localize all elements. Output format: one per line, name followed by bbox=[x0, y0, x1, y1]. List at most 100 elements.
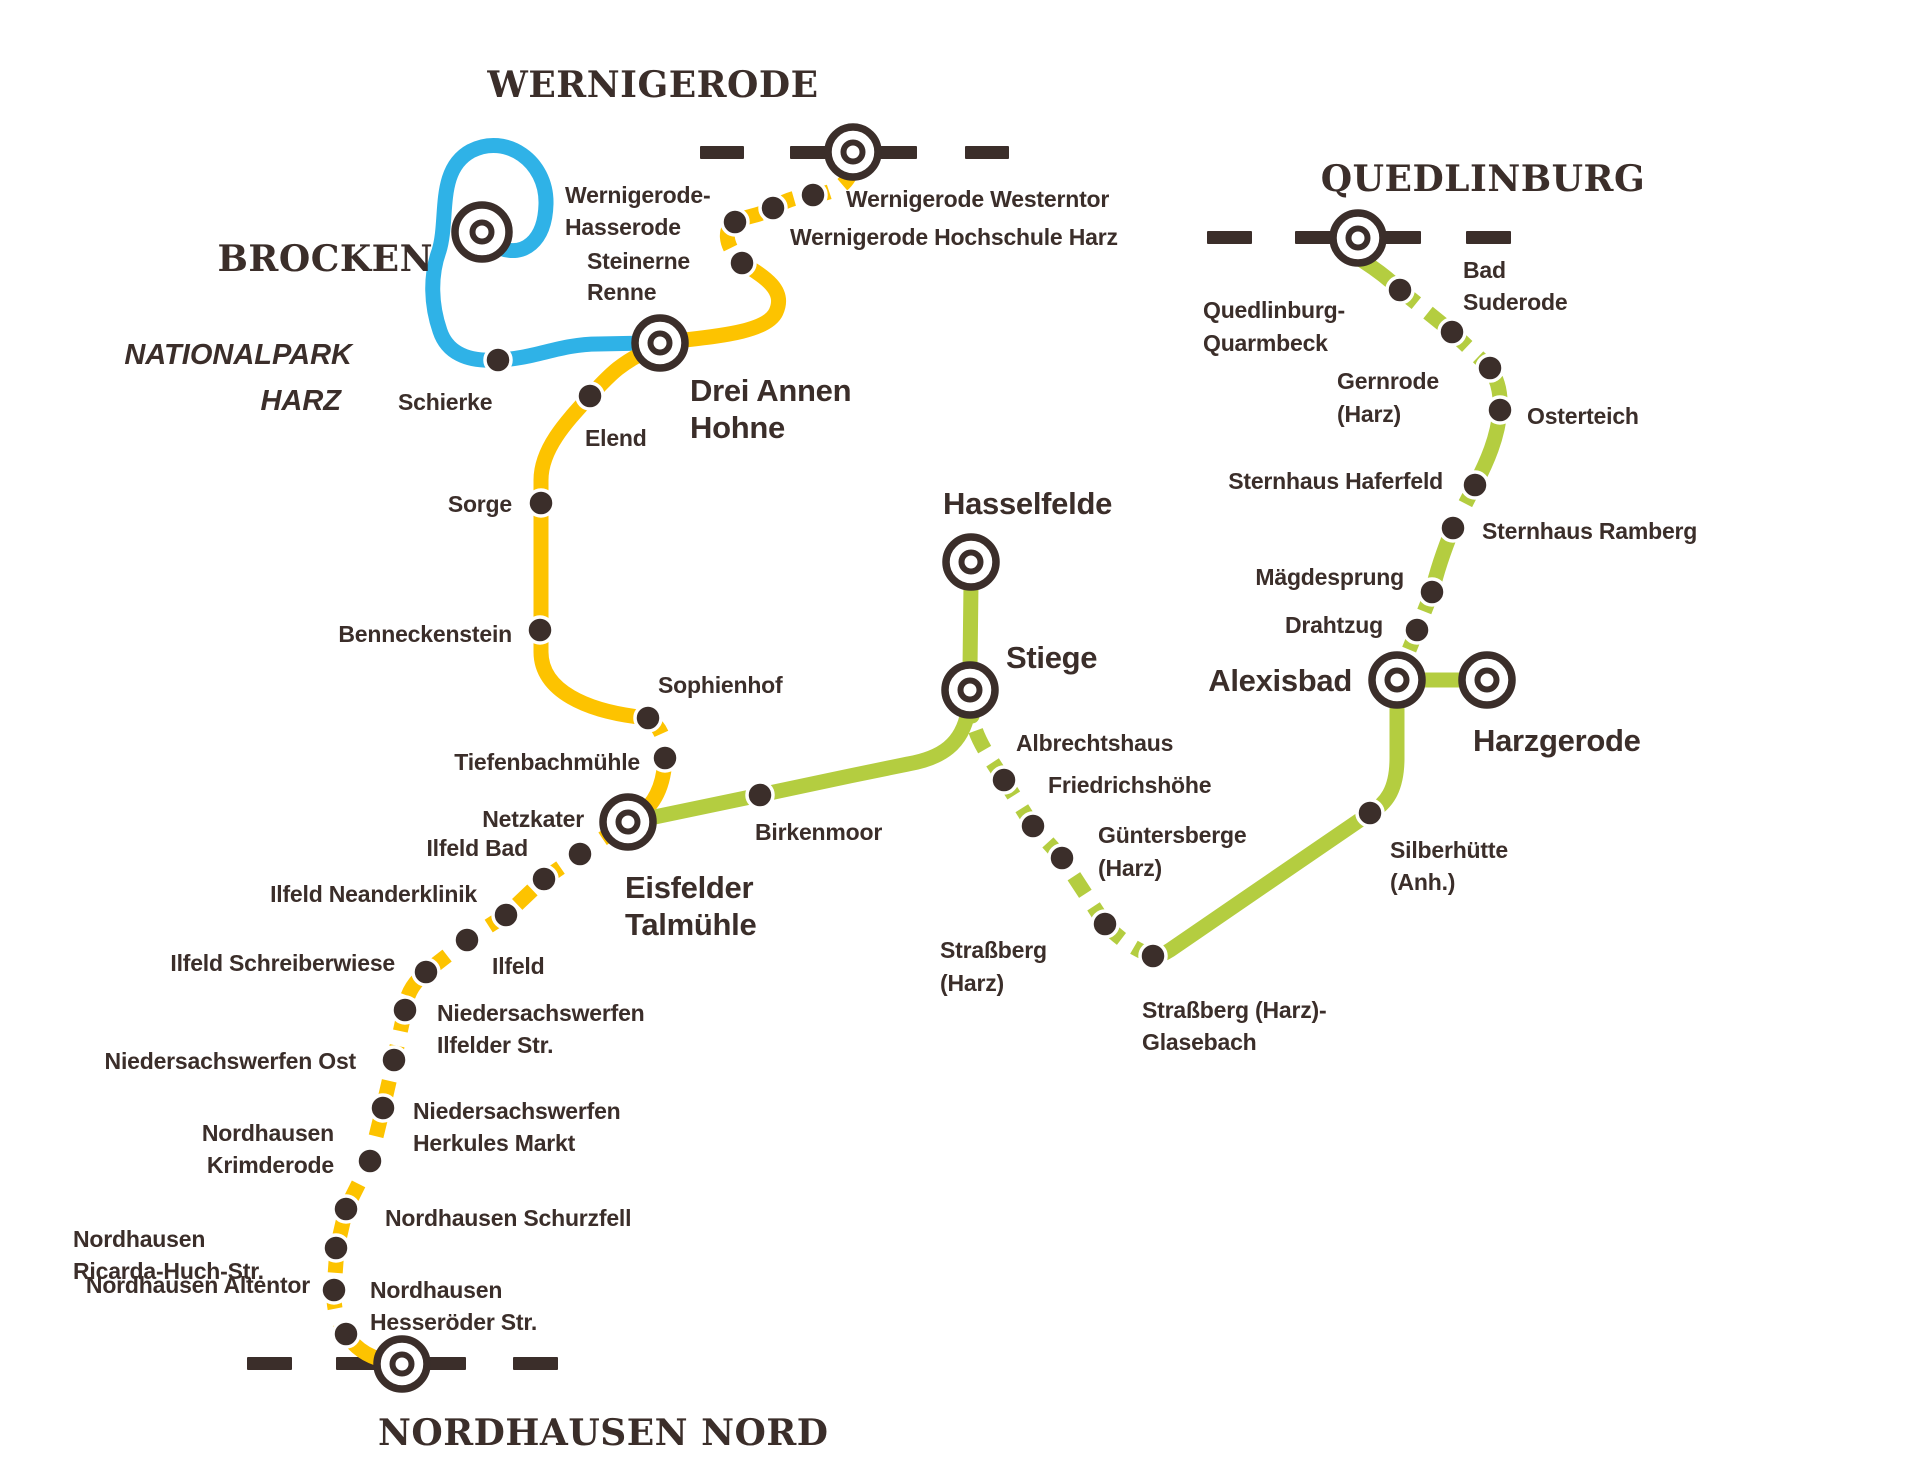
line-selketalbahn-segment-11 bbox=[1362, 694, 1405, 821]
station-wernigerode-hasserode bbox=[720, 207, 750, 237]
station-label-strassberg-glasebach: Straßberg (Harz)-Glasebach bbox=[1142, 997, 1326, 1055]
station-strassberg-glasebach bbox=[1138, 941, 1168, 971]
station-label-schierke: Schierke bbox=[398, 389, 492, 415]
station-label-sophienhof: Sophienhof bbox=[658, 672, 783, 698]
station-alexisbad bbox=[1368, 651, 1426, 709]
station-label-stiege: Stiege bbox=[1006, 640, 1097, 675]
station-netzkater bbox=[565, 839, 595, 869]
station-eisfelder-talmuehle bbox=[599, 793, 657, 851]
station-label-niedersachswerfen-ost: Niedersachswerfen Ost bbox=[105, 1048, 357, 1074]
station-drahtzug bbox=[1402, 615, 1432, 645]
mainline-dash-nordhausen-dash-left bbox=[247, 1357, 292, 1370]
station-niedersachswerfen-ilfelder-str bbox=[390, 995, 420, 1025]
station-steinerne-renne bbox=[727, 248, 757, 278]
station-birkenmoor bbox=[745, 780, 775, 810]
station-ilfeld bbox=[452, 925, 482, 955]
station-strassberg-harz bbox=[1090, 909, 1120, 939]
station-label-wernigerode-hochschule-harz: Wernigerode Hochschule Harz bbox=[790, 224, 1118, 250]
station-label-drahtzug: Drahtzug bbox=[1285, 612, 1383, 638]
station-inner-ring bbox=[615, 809, 641, 835]
station-label-harzgerode: Harzgerode bbox=[1473, 723, 1641, 758]
station-label-maegdesprung: Mägdesprung bbox=[1255, 564, 1404, 590]
region-label-harz: HARZ bbox=[260, 385, 342, 417]
station-ilfeld-schreiberwiese bbox=[411, 957, 441, 987]
station-sternhaus-haferfeld bbox=[1460, 470, 1490, 500]
station-niedersachswerfen-ost bbox=[379, 1045, 409, 1075]
station-label-sternhaus-ramberg: Sternhaus Ramberg bbox=[1482, 518, 1697, 544]
station-benneckenstein bbox=[525, 615, 555, 645]
mainline-dash-nordhausen-dash-right bbox=[513, 1357, 558, 1370]
station-hasselfelde bbox=[942, 533, 1000, 591]
station-nordhausen-krimderode bbox=[355, 1146, 385, 1176]
station-stiege bbox=[941, 661, 999, 719]
line-brockenbahn-segment-1 bbox=[425, 138, 554, 368]
station-label-osterteich: Osterteich bbox=[1527, 403, 1639, 429]
station-sophienhof bbox=[633, 703, 663, 733]
station-label-ilfeld: Ilfeld bbox=[492, 953, 544, 979]
region-label-nationalpark: NATIONALPARK bbox=[124, 339, 354, 371]
station-label-benneckenstein: Benneckenstein bbox=[338, 621, 512, 647]
station-label-alexisbad: Alexisbad bbox=[1208, 663, 1352, 698]
mainline-dash-quedlinburg-dash-left bbox=[1207, 231, 1252, 244]
station-inner-ring bbox=[647, 330, 673, 356]
mainline-dash-wernigerode-dash-right bbox=[965, 146, 1009, 159]
station-inner-ring bbox=[469, 219, 495, 245]
station-label-quedlinburg-quarmbeck: Quedlinburg-Quarmbeck bbox=[1203, 297, 1345, 356]
station-elend bbox=[575, 381, 605, 411]
station-label-brocken: BROCKEN bbox=[218, 238, 434, 280]
line-harzquerbahn-segment-3 bbox=[533, 341, 660, 726]
station-label-quedlinburg: QUEDLINBURG bbox=[1321, 158, 1645, 200]
mainline-dash-quedlinburg-dash-right bbox=[1466, 231, 1511, 244]
station-gernrode-harz bbox=[1475, 353, 1505, 383]
station-inner-ring bbox=[958, 549, 984, 575]
station-wernigerode-westerntor bbox=[798, 180, 828, 210]
station-ilfeld-neanderklinik bbox=[491, 900, 521, 930]
station-inner-ring bbox=[389, 1351, 415, 1377]
station-quedlinburg-quarmbeck bbox=[1385, 275, 1415, 305]
station-guentersberge-harz bbox=[1047, 843, 1077, 873]
station-label-hasselfelde: Hasselfelde bbox=[943, 486, 1112, 521]
station-schierke bbox=[483, 345, 513, 375]
station-inner-ring bbox=[957, 677, 983, 703]
station-label-ilfeld-neanderklinik: Ilfeld Neanderklinik bbox=[270, 881, 477, 907]
station-drei-annen-hohne bbox=[631, 314, 689, 372]
station-label-tiefenbachmuehle: Tiefenbachmühle bbox=[454, 749, 640, 775]
station-label-nordhausen-nord: NORDHAUSEN NORD bbox=[378, 1412, 829, 1454]
station-inner-ring bbox=[1345, 225, 1371, 251]
station-osterteich bbox=[1485, 395, 1515, 425]
station-label-friedrichshoehe: Friedrichshöhe bbox=[1048, 772, 1211, 798]
station-label-nordhausen-schurzfell: Nordhausen Schurzfell bbox=[385, 1205, 631, 1231]
station-nordhausen-altentor bbox=[319, 1275, 349, 1305]
station-wernigerode-hochschule-harz bbox=[758, 193, 788, 223]
line-selketalbahn-segment-20 bbox=[637, 704, 976, 827]
station-nordhausen-nord bbox=[373, 1335, 431, 1393]
mainline-dash-wernigerode-dash-left bbox=[700, 146, 744, 159]
station-label-ilfeld-bad: Ilfeld Bad bbox=[426, 835, 528, 861]
station-nordhausen-schurzfell bbox=[331, 1194, 361, 1224]
station-wernigerode bbox=[824, 123, 882, 181]
station-label-nordhausen-altentor: Nordhausen Altentor bbox=[86, 1272, 310, 1298]
line-selketalbahn-segment-19 bbox=[962, 576, 979, 676]
station-label-wernigerode-hasserode: Wernigerode-Hasserode bbox=[565, 182, 710, 240]
station-silberhuette-anh bbox=[1355, 798, 1385, 828]
station-label-netzkater: Netzkater bbox=[482, 806, 584, 832]
station-label-elend: Elend bbox=[585, 425, 647, 451]
station-sorge bbox=[526, 488, 556, 518]
station-label-sorge: Sorge bbox=[448, 491, 512, 517]
station-brocken bbox=[451, 201, 513, 263]
station-inner-ring bbox=[1474, 667, 1500, 693]
station-label-gernrode-harz: Gernrode(Harz) bbox=[1337, 368, 1439, 427]
station-maegdesprung bbox=[1417, 577, 1447, 607]
station-harzgerode bbox=[1458, 651, 1516, 709]
